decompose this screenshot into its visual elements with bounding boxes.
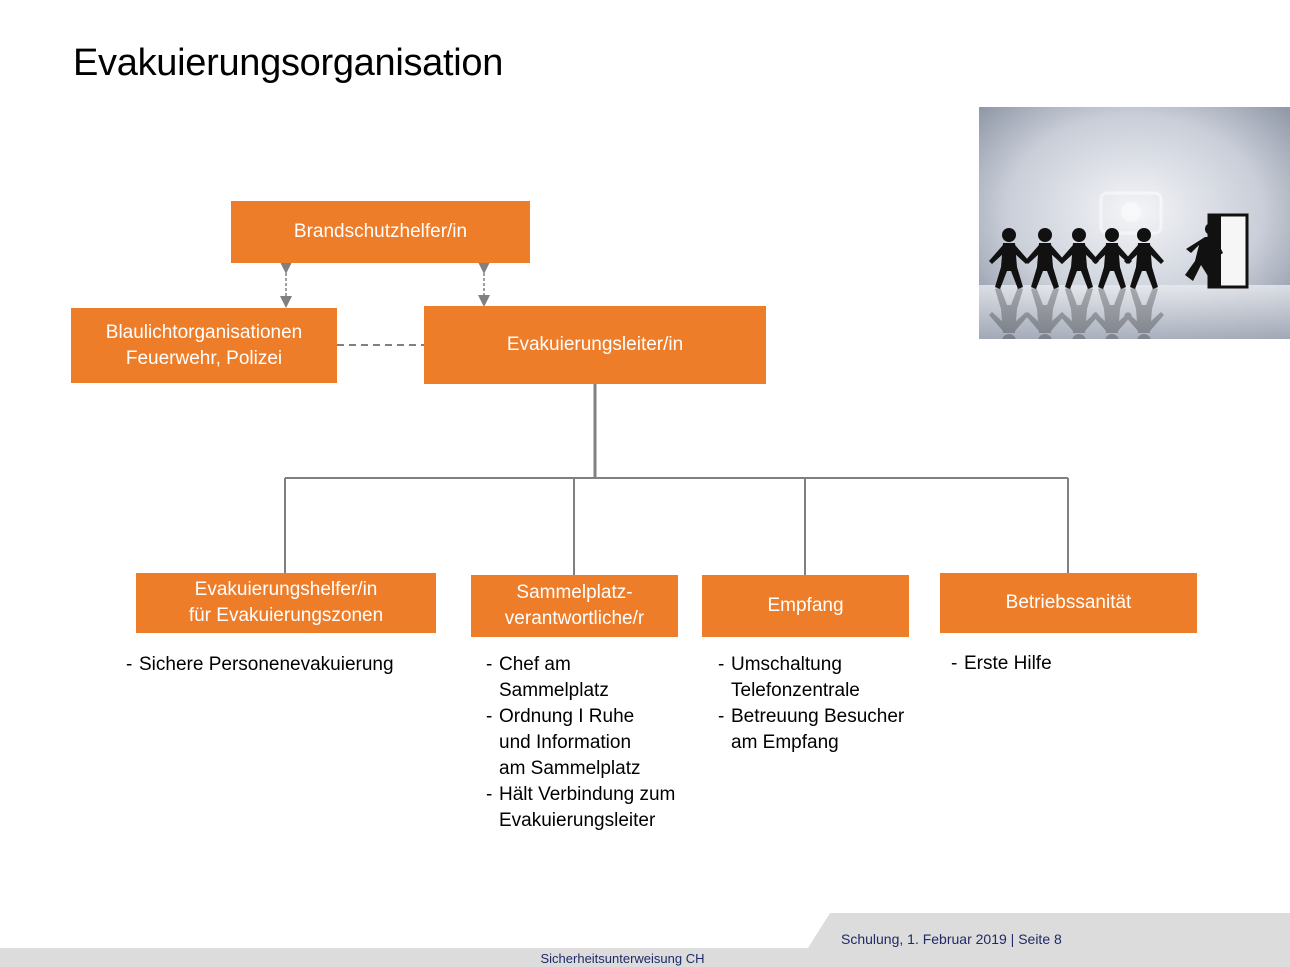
evacuation-illustration: [979, 107, 1290, 339]
box-betriebssanitaet: Betriebssanität: [940, 573, 1197, 633]
box-betriebssanitaet-label: Betriebssanität: [1005, 592, 1132, 613]
box-empfang-label: Empfang: [767, 595, 844, 616]
box-blaulichtorganisationen: Blaulichtorganisationen Feuerwehr, Poliz…: [71, 308, 337, 383]
box-evakuierungsleiter-label: Evakuierungsleiter/in: [506, 334, 684, 355]
box-sammelplatz-label: Sammelplatz- verantwortliche/r: [504, 582, 645, 629]
tasks-empfang: Umschaltung Telefonzentrale Betreuung Be…: [718, 652, 904, 756]
task-item: Betreuung Besucher am Empfang: [718, 704, 904, 756]
footer-date-page: Schulung, 1. Februar 2019 | Seite 8: [841, 931, 1062, 947]
task-item: Hält Verbindung zum Evakuierungsleiter: [486, 782, 675, 834]
task-item: Umschaltung Telefonzentrale: [718, 652, 904, 704]
box-evakuierungsleiter: Evakuierungsleiter/in: [424, 306, 766, 384]
evacuation-people-running-to-exit-icon: [979, 107, 1290, 339]
exit-door-icon: [1185, 213, 1249, 289]
tasks-evakuierungshelfer: Sichere Personenevakuierung: [126, 652, 394, 678]
slide-title: Evakuierungsorganisation: [73, 42, 504, 84]
tasks-sammelplatz: Chef am Sammelplatz Ordnung I Ruhe und I…: [486, 652, 675, 834]
task-item: Erste Hilfe: [951, 651, 1052, 677]
box-empfang: Empfang: [702, 575, 909, 637]
box-sammelplatz: Sammelplatz- verantwortliche/r: [471, 575, 678, 637]
footer-company: Sicherheitsunterweisung CH: [540, 951, 705, 966]
box-brandschutzhelfer: Brandschutzhelfer/in: [231, 201, 530, 263]
task-item: Chef am Sammelplatz: [486, 652, 675, 704]
task-item: Ordnung I Ruhe und Information am Sammel…: [486, 704, 675, 782]
box-blaulichtorganisationen-label: Blaulichtorganisationen Feuerwehr, Poliz…: [105, 321, 303, 369]
task-item: Sichere Personenevakuierung: [126, 652, 394, 678]
footer-band: [0, 948, 1290, 967]
box-brandschutzhelfer-label: Brandschutzhelfer/in: [293, 221, 468, 242]
box-evakuierungshelfer: Evakuierungshelfer/in für Evakuierungszo…: [136, 573, 436, 633]
tasks-betriebssanitaet: Erste Hilfe: [951, 651, 1052, 677]
box-evakuierungshelfer-label: Evakuierungshelfer/in für Evakuierungszo…: [188, 579, 384, 626]
footer-tab: [808, 913, 1290, 948]
